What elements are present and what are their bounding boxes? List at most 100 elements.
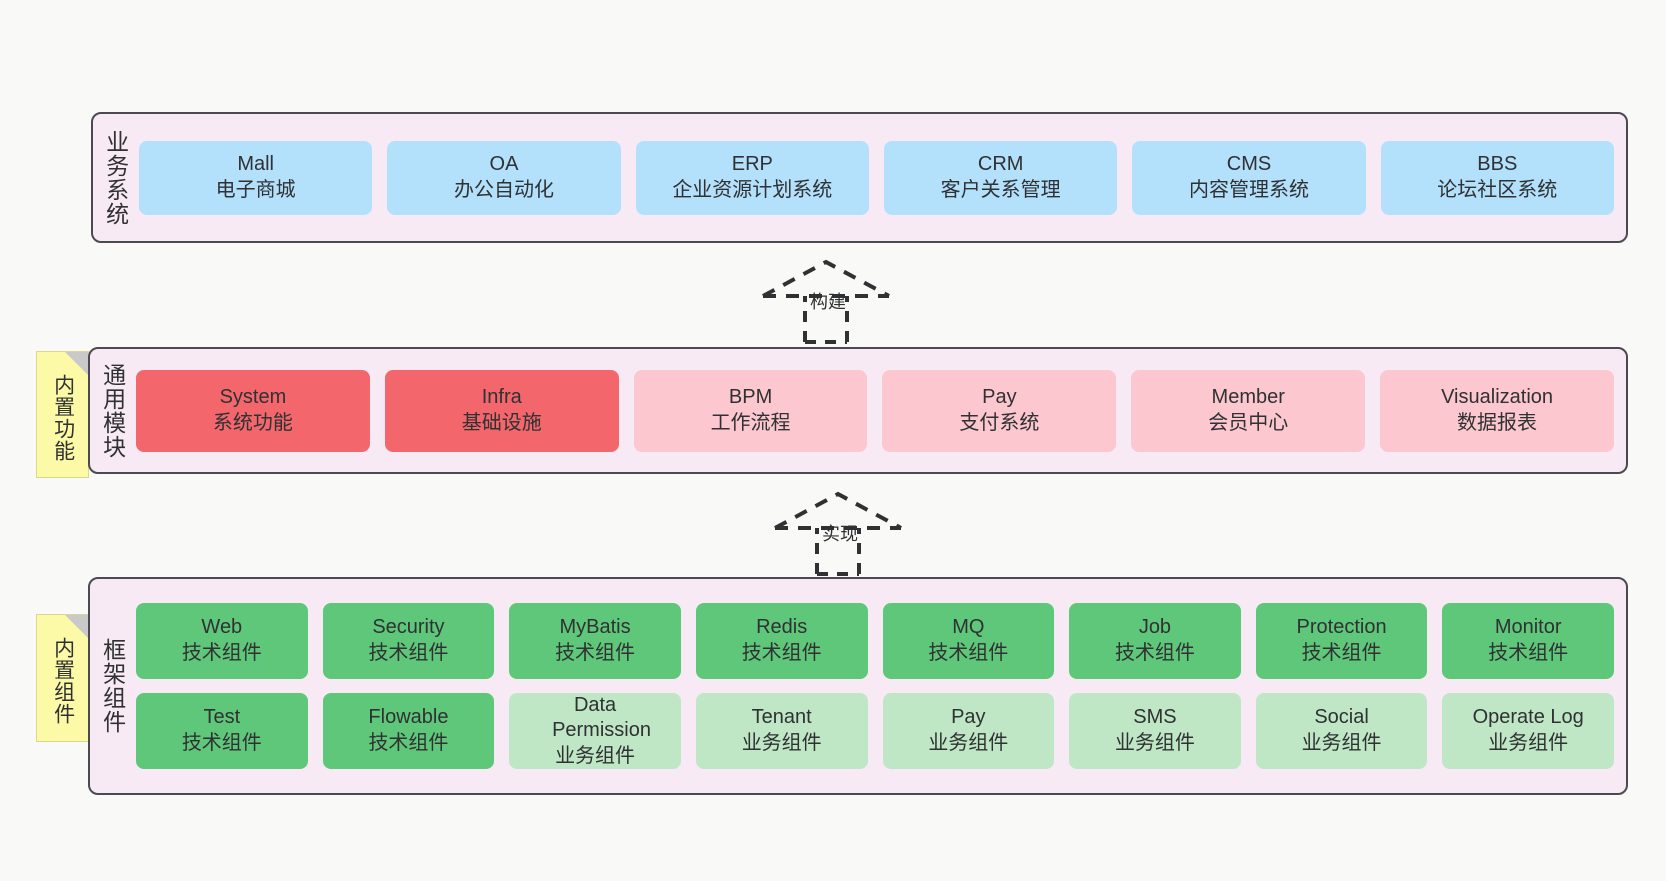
note-fold-icon (65, 615, 88, 638)
connector-implement-shape (774, 491, 902, 576)
node-bbs-cn: 论坛社区系统 (1437, 178, 1558, 201)
section-label-common-modules: 通用模块 (99, 362, 126, 459)
framework-row-business: Test 技术组件 Flowable 技术组件 Data Permission … (136, 693, 1614, 769)
note-builtin-features-label: 内置功能 (51, 373, 75, 462)
node-crm[interactable]: CRM 客户关系管理 (883, 140, 1118, 215)
node-pay-component-en: Pay (951, 706, 986, 729)
note-builtin-components-label: 内置组件 (51, 637, 75, 725)
node-tenant-cn: 业务组件 (741, 732, 822, 754)
node-crm-en: CRM (977, 152, 1024, 175)
node-pay-component[interactable]: Pay 业务组件 (882, 693, 1055, 769)
node-infra[interactable]: Infra 基础设施 (384, 369, 619, 452)
node-sms[interactable]: SMS 业务组件 (1069, 693, 1241, 769)
node-system-en: System (219, 385, 287, 408)
node-protection-cn: 技术组件 (1301, 642, 1382, 664)
framework-row-technical: Web 技术组件 Security 技术组件 MyBatis 技术组件 Redi… (136, 603, 1614, 679)
node-monitor[interactable]: Monitor 技术组件 (1442, 603, 1614, 679)
connector-build: 构建 (760, 258, 900, 350)
node-infra-en: Infra (481, 385, 522, 408)
node-test[interactable]: Test 技术组件 (136, 693, 308, 769)
node-mybatis[interactable]: MyBatis 技术组件 (509, 603, 681, 679)
node-visualization-en: Visualization (1441, 385, 1554, 408)
node-mall[interactable]: Mall 电子商城 (139, 140, 373, 215)
node-social[interactable]: Social 业务组件 (1255, 693, 1428, 769)
node-test-cn: 技术组件 (181, 732, 262, 754)
section-body-framework-components: Web 技术组件 Security 技术组件 MyBatis 技术组件 Redi… (134, 579, 1626, 793)
node-infra-cn: 基础设施 (461, 411, 542, 434)
node-erp[interactable]: ERP 企业资源计划系统 (635, 140, 869, 215)
node-erp-cn: 企业资源计划系统 (672, 178, 833, 201)
node-operate-log[interactable]: Operate Log 业务组件 (1442, 693, 1614, 769)
node-tenant[interactable]: Tenant 业务组件 (695, 693, 868, 769)
node-member-en: Member (1211, 385, 1285, 408)
node-redis[interactable]: Redis 技术组件 (695, 603, 868, 679)
node-bpm-cn: 工作流程 (710, 411, 791, 434)
node-erp-en: ERP (731, 152, 773, 175)
node-mq-en: MQ (952, 616, 985, 639)
node-monitor-en: Monitor (1494, 616, 1562, 639)
node-operate-log-cn: 业务组件 (1488, 732, 1569, 754)
node-member-cn: 会员中心 (1208, 411, 1289, 434)
node-crm-cn: 客户关系管理 (940, 178, 1061, 201)
node-data-permission-en: Data Permission (552, 693, 651, 742)
common-modules-row: System 系统功能 Infra 基础设施 BPM 工作流程 Pay 支付系统… (136, 369, 1614, 452)
node-oa-en: OA (489, 152, 519, 175)
node-protection-en: Protection (1296, 616, 1387, 639)
node-mq-cn: 技术组件 (928, 642, 1009, 664)
node-security-cn: 技术组件 (368, 642, 449, 664)
node-security[interactable]: Security 技术组件 (322, 603, 495, 679)
node-data-permission[interactable]: Data Permission 业务组件 (509, 693, 681, 769)
note-fold-icon (65, 352, 88, 375)
node-visualization-cn: 数据报表 (1457, 411, 1538, 434)
connector-build-shape (762, 259, 890, 344)
node-cms[interactable]: CMS 内容管理系统 (1132, 140, 1366, 215)
node-mybatis-cn: 技术组件 (555, 642, 636, 664)
node-pay-module[interactable]: Pay 支付系统 (882, 369, 1117, 452)
node-data-permission-cn: 业务组件 (555, 744, 636, 767)
node-social-en: Social (1314, 706, 1369, 729)
section-body-business-systems: Mall 电子商城 OA 办公自动化 ERP 企业资源计划系统 CRM 客户关系… (137, 114, 1626, 241)
node-redis-en: Redis (756, 616, 808, 639)
node-flowable-en: Flowable (368, 706, 449, 729)
node-social-cn: 业务组件 (1301, 732, 1382, 754)
node-oa[interactable]: OA 办公自动化 (387, 140, 621, 215)
node-system-cn: 系统功能 (212, 411, 293, 434)
node-pay-component-cn: 业务组件 (928, 732, 1009, 754)
node-bpm[interactable]: BPM 工作流程 (633, 369, 868, 452)
connector-implement-label: 实现 (822, 524, 858, 544)
node-web-en: Web (201, 616, 243, 639)
node-mall-en: Mall (237, 152, 274, 175)
node-visualization[interactable]: Visualization 数据报表 (1380, 369, 1614, 452)
node-web-cn: 技术组件 (181, 642, 262, 664)
section-framework-components: 框架组件 Web 技术组件 Security 技术组件 MyBatis 技术组件 (88, 577, 1628, 795)
node-operate-log-en: Operate Log (1472, 706, 1584, 729)
node-test-en: Test (203, 706, 241, 729)
node-mall-cn: 电子商城 (215, 178, 296, 201)
node-pay-module-cn: 支付系统 (959, 411, 1040, 434)
node-protection[interactable]: Protection 技术组件 (1255, 603, 1428, 679)
node-redis-cn: 技术组件 (741, 642, 822, 664)
node-bbs[interactable]: BBS 论坛社区系统 (1380, 140, 1614, 215)
node-flowable[interactable]: Flowable 技术组件 (322, 693, 495, 769)
node-job-en: Job (1138, 616, 1172, 639)
node-sms-cn: 业务组件 (1114, 732, 1195, 754)
node-oa-cn: 办公自动化 (453, 178, 554, 201)
note-builtin-features: 内置功能 (36, 351, 89, 478)
node-sms-en: SMS (1133, 706, 1177, 729)
node-flowable-cn: 技术组件 (368, 732, 449, 754)
node-mq[interactable]: MQ 技术组件 (882, 603, 1055, 679)
section-label-framework-components: 框架组件 (99, 638, 126, 734)
node-cms-en: CMS (1226, 152, 1272, 175)
node-bpm-en: BPM (728, 385, 773, 408)
business-systems-row: Mall 电子商城 OA 办公自动化 ERP 企业资源计划系统 CRM 客户关系… (139, 140, 1614, 215)
section-body-common-modules: System 系统功能 Infra 基础设施 BPM 工作流程 Pay 支付系统… (134, 349, 1626, 472)
node-member[interactable]: Member 会员中心 (1131, 369, 1366, 452)
node-system[interactable]: System 系统功能 (136, 369, 370, 452)
section-common-modules: 通用模块 System 系统功能 Infra 基础设施 BPM 工作流程 Pay… (88, 347, 1628, 474)
node-web[interactable]: Web 技术组件 (136, 603, 308, 679)
section-business-systems: 业务系统 Mall 电子商城 OA 办公自动化 ERP 企业资源计划系统 CRM… (91, 112, 1628, 243)
node-monitor-cn: 技术组件 (1488, 642, 1569, 664)
node-security-en: Security (372, 616, 445, 639)
node-job[interactable]: Job 技术组件 (1069, 603, 1241, 679)
